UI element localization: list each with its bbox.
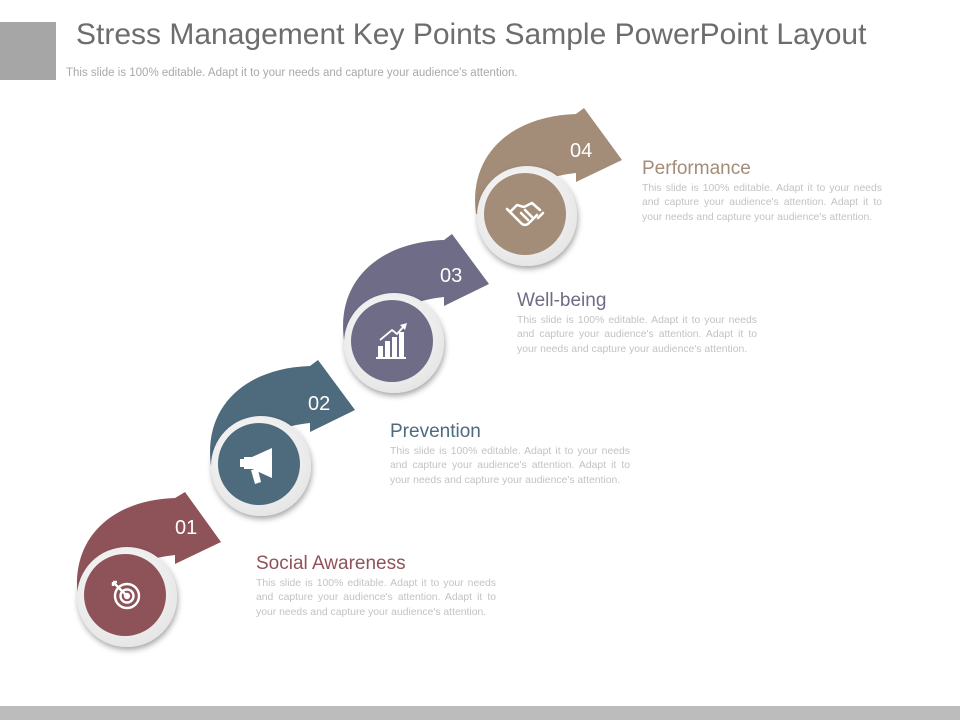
step-3-description: This slide is 100% editable. Adapt it to… [517,315,757,355]
megaphone-icon [240,448,272,484]
step-2-title: Prevention [390,421,481,442]
step-4-title: Performance [642,158,751,179]
step-4-number: 04 [570,140,592,162]
page-title: Stress Management Key Points Sample Powe… [76,18,867,51]
corner-accent-block [0,22,56,80]
step-1-title: Social Awareness [256,553,406,574]
step-2-number: 02 [308,393,330,415]
step-3-number: 03 [440,265,462,287]
step-2-graphic: 02 [210,360,355,516]
bottom-bar [0,706,960,720]
step-1-graphic: 01 [77,492,221,647]
step-3-title: Well-being [517,290,607,311]
step-1-number: 01 [175,517,197,539]
step-4-graphic: 04 [475,108,622,266]
step-4-description: This slide is 100% editable. Adapt it to… [642,183,882,223]
step-2-description: This slide is 100% editable. Adapt it to… [390,446,630,486]
target-icon [111,580,141,610]
page-subtitle: This slide is 100% editable. Adapt it to… [66,67,518,79]
step-4-disc [484,173,566,255]
step-1-description: This slide is 100% editable. Adapt it to… [256,578,496,618]
handshake-icon [505,201,545,227]
step-3-graphic: 03 [343,234,489,393]
bar-chart-icon [376,323,407,359]
